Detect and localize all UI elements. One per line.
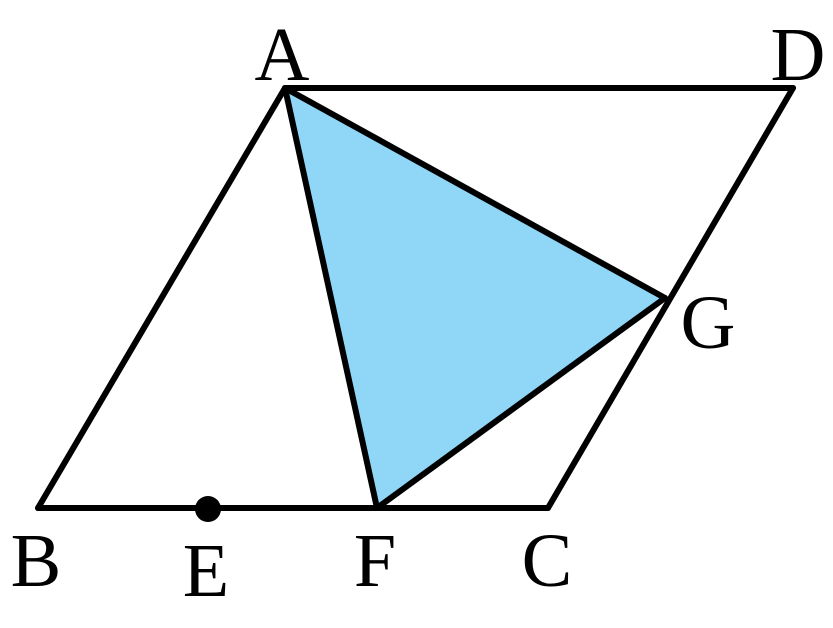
label-a: A [255,13,310,97]
segment-fg [374,295,668,511]
shaded-triangle-afg [285,88,665,508]
segment-dc [545,85,796,511]
segment-ba [35,85,288,511]
label-b: B [11,519,62,603]
segment-ag [282,85,668,301]
label-d: D [771,13,826,97]
label-e: E [183,529,229,613]
label-g: G [681,281,736,365]
point-e-marker [195,496,221,522]
label-f: F [354,519,396,603]
label-c: C [522,519,573,603]
segment-af [282,85,380,511]
